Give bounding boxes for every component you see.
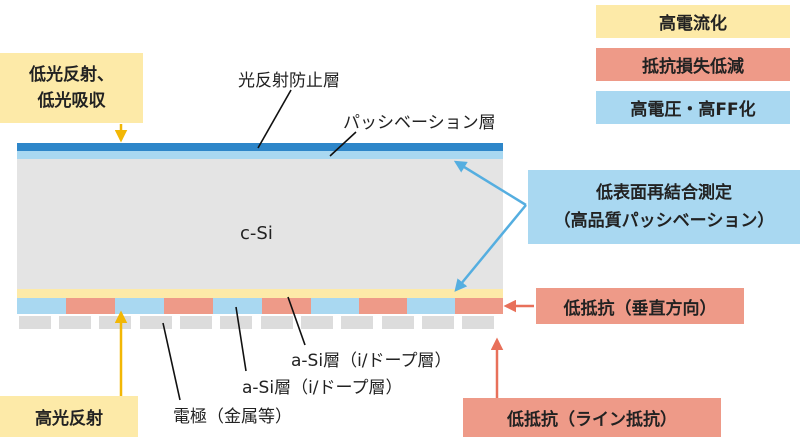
leader-antireflection xyxy=(257,89,292,149)
electrode-fingers xyxy=(19,316,494,329)
label-electrode: 電極（金属等） xyxy=(173,407,292,427)
label-csi: c-Si xyxy=(240,223,273,244)
leader-electrode xyxy=(162,322,181,401)
legend-high-voltage-ff: 高電圧・高FF化 xyxy=(596,91,790,124)
callout-low-reflection-line1: 低光反射、 xyxy=(29,65,114,85)
callout-low-surface-recombination: 低表面再結合測定 （高品質パッシベーション） xyxy=(528,170,800,244)
legend-resistance-loss: 抵抗損失低減 xyxy=(596,48,790,81)
legend-high-current: 高電流化 xyxy=(596,5,790,38)
label-asi-top: a-Si層（i/ドープ層） xyxy=(291,351,452,371)
leader-asi-bottom xyxy=(235,306,247,372)
callout-recomb-line2: （高品質パッシベーション） xyxy=(553,211,775,231)
arrow-recomb-top xyxy=(453,160,527,207)
arrow-recomb-bottom xyxy=(454,204,527,292)
label-antireflection-layer: 光反射防止層 xyxy=(238,71,340,91)
callout-low-resistance-vertical: 低抵抗（垂直方向） xyxy=(536,288,744,324)
callout-recomb-line1: 低表面再結合測定 xyxy=(596,183,732,203)
passivation-layer xyxy=(17,151,503,159)
callout-low-reflection: 低光反射、 低光吸収 xyxy=(0,53,143,123)
label-asi-bottom: a-Si層（i/ドープ層） xyxy=(242,378,403,398)
callout-high-reflection: 高光反射 xyxy=(0,396,138,437)
leader-passivation xyxy=(329,131,357,157)
label-passivation-layer: パッシベーション層 xyxy=(343,113,496,133)
doped-segments xyxy=(17,298,503,314)
leader-asi-top xyxy=(287,296,306,346)
asi-layer-yellow xyxy=(17,289,503,298)
csi-wafer xyxy=(17,159,503,289)
callout-low-resistance-line: 低抵抗（ライン抵抗） xyxy=(463,398,721,437)
callout-low-reflection-line2: 低光吸収 xyxy=(37,91,106,111)
antireflection-layer xyxy=(17,143,503,151)
